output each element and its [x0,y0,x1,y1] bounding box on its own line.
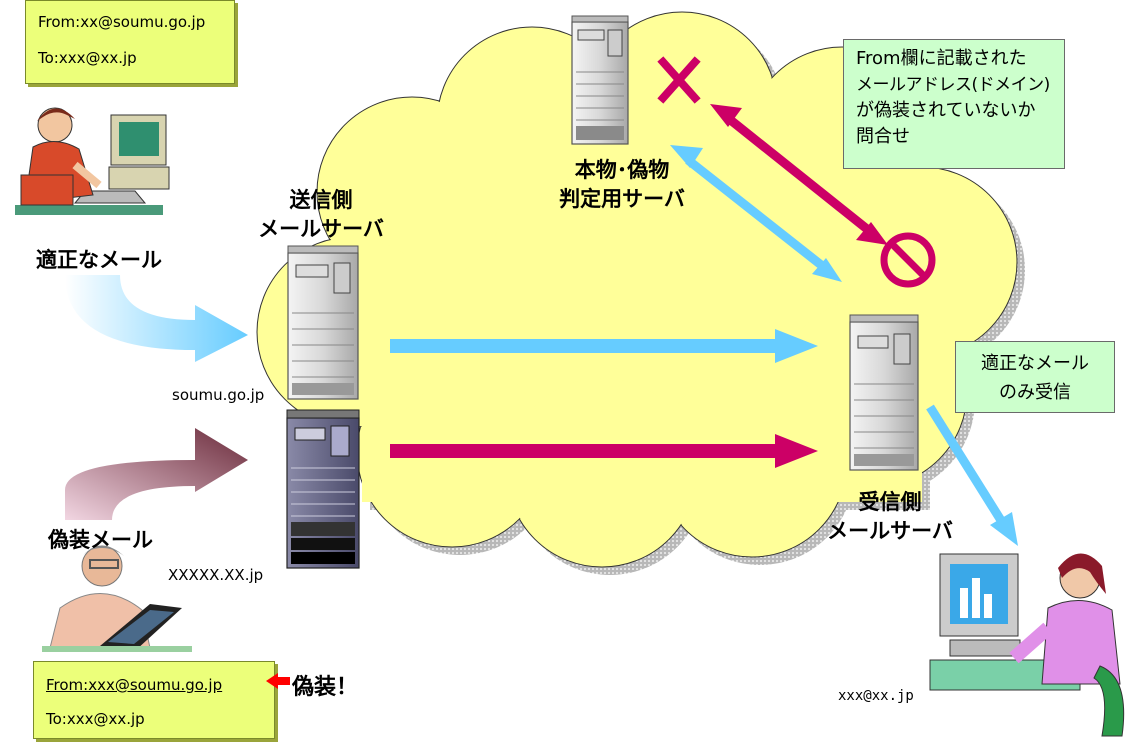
legit-to-field: To:xxx@xx.jp [38,49,137,67]
person-at-computer-icon [929,553,1125,737]
person-at-computer-icon [15,107,170,215]
server-icon [286,409,360,569]
recipient-address-label: xxx@xx.jp [838,688,914,704]
receive-to-user-arrow [926,404,1018,546]
receive-callout-line: のみ受信 [999,382,1071,403]
query-callout: From欄に記載された メールアドレス(ドメイン) が偽装されていないか 問合せ [843,39,1065,169]
sender-domain-label: soumu.go.jp [172,386,265,404]
legit-mail-note: From:xx@soumu.go.jp To:xxx@xx.jp [25,0,235,84]
query-callout-line: が偽装されていないか [856,100,1036,121]
query-callout-line: メールアドレス(ドメイン) [856,75,1050,95]
spoof-mail-note: From:xxx@soumu.go.jp To:xxx@xx.jp [33,661,275,739]
judge-server-label: 本物･偽物 判定用サーバ [559,158,685,211]
prohibited-icon [880,232,936,288]
legit-mail-label: 適正なメール [36,248,162,272]
spoof-from-field: From:xxx@soumu.go.jp [46,676,223,694]
legit-from-field: From:xx@soumu.go.jp [38,13,206,31]
receive-callout: 適正なメール のみ受信 [955,341,1115,413]
legit-delivery-arrow [390,329,818,363]
spoof-mail-curve-arrow [65,428,248,520]
legit-mail-curve-arrow [65,275,248,362]
cross-mark-icon [657,56,701,104]
query-callout-line: From欄に記載された [856,48,1027,69]
server-icon [571,15,629,145]
spoof-delivery-arrow [390,434,818,468]
spoof-domain-label: XXXXX.XX.jp [168,566,264,584]
verification-double-arrow [670,145,842,282]
sender-server-label: 送信側 メールサーバ [258,188,384,241]
person-at-computer-icon [29,528,192,668]
server-icon [849,314,919,471]
spoof-marker-label: 偽装！ [292,675,359,700]
receive-callout-line: 適正なメール [981,353,1089,374]
server-icon [287,245,359,400]
query-callout-line: 問合せ [856,126,910,147]
receiver-server-label: 受信側 メールサーバ [827,490,953,543]
query-double-arrow [710,104,888,245]
spoof-to-field: To:xxx@xx.jp [46,710,145,728]
spoofed-mail-label: 偽装メール [48,528,153,552]
